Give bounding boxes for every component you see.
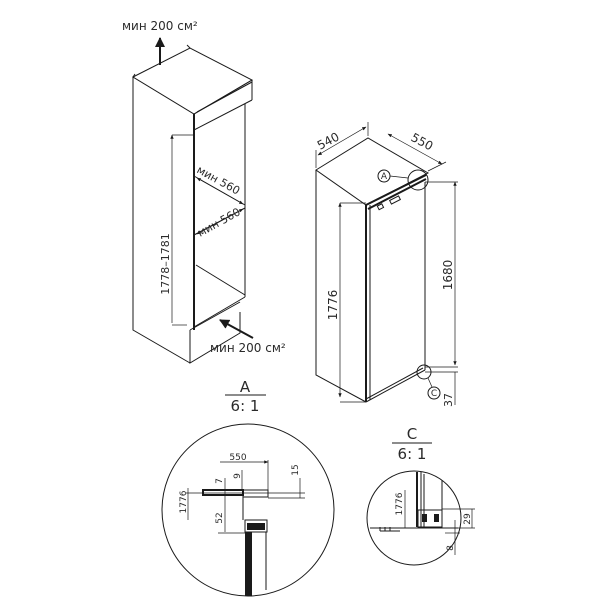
detail-c: C 6: 1 1776 29 8 — [366, 425, 475, 566]
detail-c-dim-1776: 1776 — [395, 492, 405, 515]
detail-a-dim-1776: 1776 — [179, 490, 189, 513]
detail-a-title: A — [240, 378, 251, 396]
detail-a: A 6: 1 550 7 9 15 1776 52 — [161, 378, 335, 597]
appliance-depth-label: 550 — [409, 130, 436, 153]
detail-c-dim-8: 8 — [446, 545, 456, 551]
appliance-height-label: 1776 — [326, 290, 340, 321]
door-height-label: 1680 — [441, 260, 455, 291]
detail-a-dim-15: 15 — [291, 464, 301, 475]
vent-top-label: мин 200 см² — [122, 19, 198, 33]
cabinet-drawing: мин 200 см² мин 200 см² мин 560 мин 560 … — [122, 19, 286, 364]
detail-a-dim-550: 550 — [229, 453, 246, 463]
vent-bottom-label: мин 200 см² — [210, 341, 286, 355]
detail-c-scale: 6: 1 — [398, 445, 427, 463]
cabinet-height-label: 1778–1781 — [159, 233, 172, 295]
detail-a-dim-9: 9 — [233, 473, 243, 479]
detail-a-scale: 6: 1 — [231, 397, 260, 415]
detail-c-title: C — [407, 425, 417, 443]
detail-a-dim-52: 52 — [215, 512, 225, 523]
callout-a-label: A — [381, 172, 388, 182]
appliance-drawing: 540 550 1776 1680 37 A C — [315, 122, 458, 407]
callout-c-label: C — [431, 389, 437, 399]
vent-bottom-arrow-icon — [219, 319, 254, 339]
detail-c-dim-29: 29 — [463, 513, 473, 525]
detail-a-dim-7: 7 — [215, 478, 225, 484]
callout-a-circle — [407, 169, 429, 191]
bottom-gap-label: 37 — [442, 393, 455, 407]
width-lower-label: мин 560 — [195, 205, 243, 239]
